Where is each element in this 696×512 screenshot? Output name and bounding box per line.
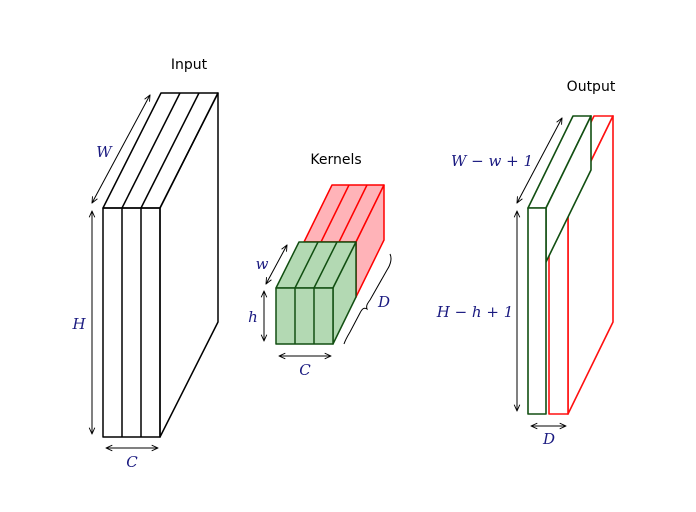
kernel-width-label: w: [256, 255, 269, 273]
kernel-red-divider: [338, 184, 368, 243]
input-channel-divider: [121, 92, 181, 209]
output-width-label: W − w + 1: [451, 152, 533, 170]
kernel-count-brace: [343, 253, 392, 345]
kernel-red-divider: [320, 184, 350, 243]
kernel-height-label: h: [248, 308, 258, 326]
input-front-face: [102, 207, 161, 438]
kernel-count-label: D: [377, 293, 390, 311]
kernel-green: [275, 241, 357, 345]
input-side-face: [159, 92, 219, 438]
input-title: Input: [171, 57, 208, 73]
kernel-channels-label: C: [299, 361, 311, 379]
input-width-label: W: [96, 143, 113, 161]
output-green-front-face: [527, 207, 547, 415]
output-width-arrow: [517, 118, 562, 203]
input-volume: [102, 92, 219, 438]
input-channel-divider: [140, 92, 200, 209]
kernel-green-divider: [313, 241, 338, 289]
output-depth-label: D: [542, 430, 555, 448]
kernel-width-arrow: [266, 245, 287, 284]
kernel-green-front-face: [275, 287, 334, 345]
output-height-label: H − h + 1: [436, 303, 514, 321]
kernel-green-divider: [294, 241, 319, 289]
output-title: Output: [567, 79, 616, 95]
kernels-title: Kernels: [310, 152, 361, 168]
input-height-label: H: [71, 315, 86, 333]
input-width-arrow: [92, 95, 150, 203]
output-volume: [527, 115, 614, 415]
input-channels-label: C: [126, 453, 138, 471]
